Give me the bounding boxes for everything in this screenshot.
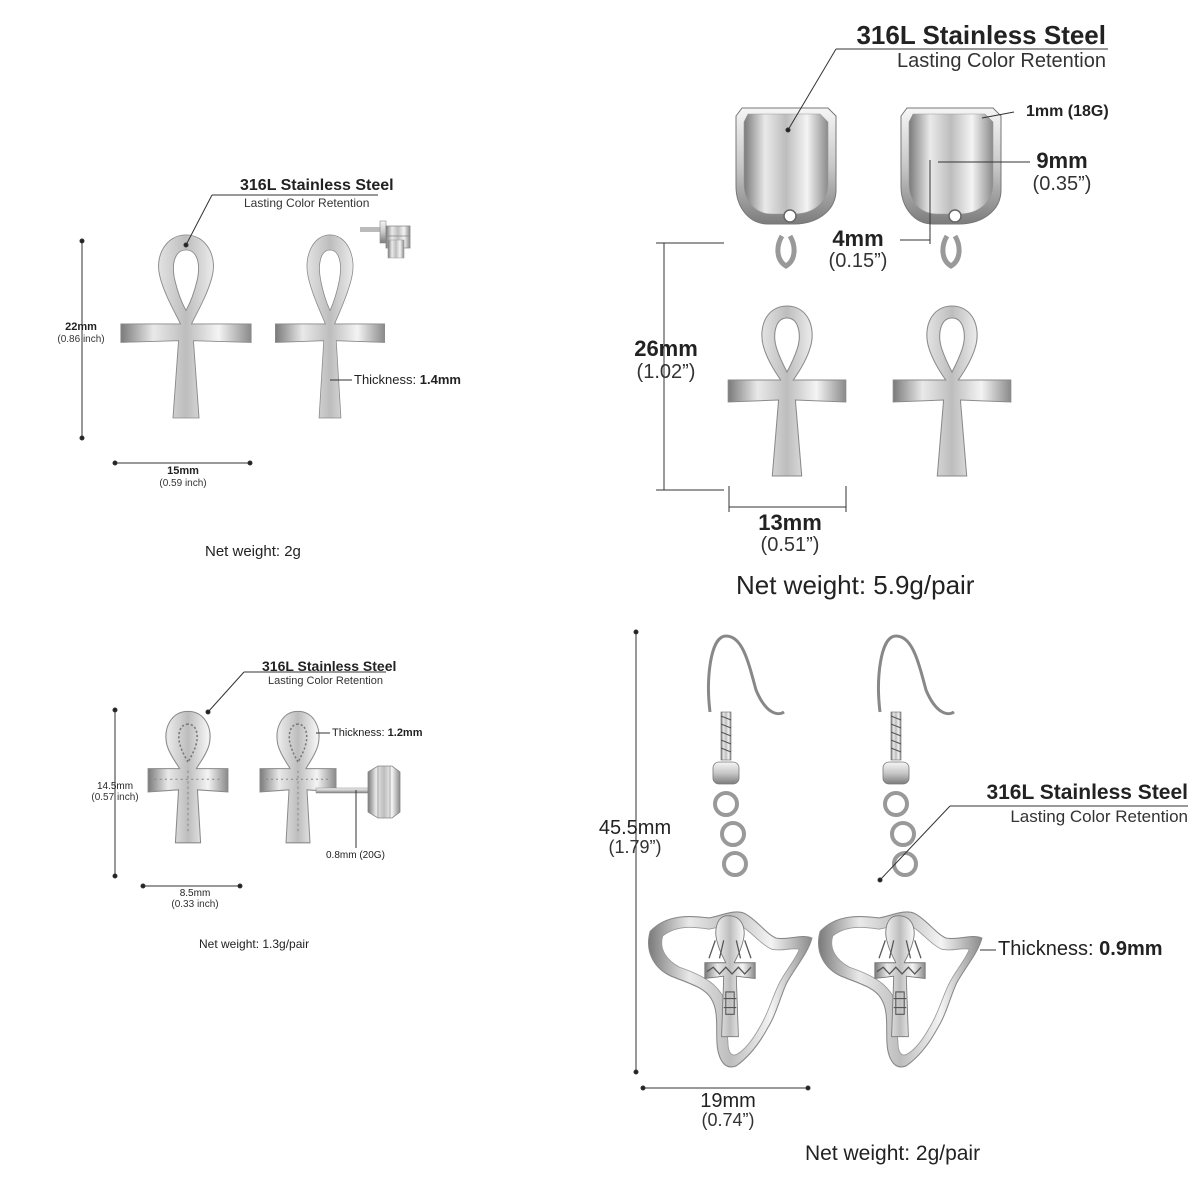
retention-label: Lasting Color Retention: [244, 196, 370, 210]
ankh-stud-textured-left: [147, 710, 229, 844]
africa-dangle-right: [817, 634, 983, 1068]
hoop-width-inch: (0.15”): [828, 250, 888, 272]
height-inch: (1.79”): [608, 837, 662, 857]
hoop-diameter-inch: (0.35”): [1032, 173, 1092, 195]
width-inch: (0.74”): [701, 1110, 755, 1130]
ankh-stud-plain-right: [274, 220, 411, 419]
width-mm: 13mm: [758, 510, 822, 535]
net-weight: Net weight: 2g/pair: [805, 1142, 981, 1165]
thickness-callout: Thickness: 0.9mm: [998, 939, 1163, 959]
height-mm: 45.5mm: [598, 817, 672, 839]
material-label: 316L Stainless Steel: [240, 177, 394, 194]
retention-label: Lasting Color Retention: [1010, 807, 1188, 826]
ankh-huggie-left: [727, 107, 847, 477]
thickness-value: 1.4mm: [419, 372, 461, 387]
thickness-callout: Thickness: 1.2mm: [332, 728, 423, 739]
height-mm: 22mm: [65, 321, 97, 333]
panel1-dimension-lines: [79, 194, 378, 466]
width-mm: 19mm: [700, 1090, 756, 1112]
thickness-value: 1.2mm: [387, 727, 423, 739]
retention-label: Lasting Color Retention: [268, 675, 383, 687]
panel3-dimension-lines: [112, 671, 386, 889]
height-inch: (0.57 inch): [91, 792, 139, 803]
retention-label: Lasting Color Retention: [896, 50, 1106, 72]
material-label: 316L Stainless Steel: [262, 658, 397, 674]
thickness-label: Thickness:: [354, 372, 420, 387]
thickness-label: Thickness:: [998, 938, 1100, 960]
width-mm: 8.5mm: [179, 888, 211, 899]
panel4-dimension-lines: [633, 629, 1188, 1091]
post-gauge-label: 0.8mm (20G): [326, 850, 385, 861]
africa-dangle-left: [647, 634, 813, 1068]
height-inch: (1.02”): [636, 361, 696, 383]
material-label: 316L Stainless Steel: [986, 781, 1188, 804]
width-inch: (0.33 inch): [171, 899, 219, 910]
width-inch: (0.59 inch): [159, 478, 207, 489]
thickness-label: Thickness:: [332, 727, 388, 739]
net-weight: Net weight: 2g: [205, 543, 301, 560]
panel2-dimension-lines: [656, 48, 1108, 512]
height-mm: 26mm: [634, 336, 698, 361]
gauge-label: 1mm (18G): [1026, 103, 1109, 120]
thickness-callout: Thickness: 1.4mm: [354, 373, 461, 386]
thickness-value: 0.9mm: [1099, 938, 1163, 960]
width-mm: 15mm: [167, 465, 199, 477]
ankh-stud-plain-left: [120, 234, 252, 419]
net-weight: Net weight: 5.9g/pair: [736, 570, 975, 600]
ankh-stud-textured-right: [259, 710, 401, 844]
hoop-width-mm: 4mm: [832, 226, 884, 251]
net-weight: Net weight: 1.3g/pair: [199, 937, 310, 951]
height-mm: 14.5mm: [96, 781, 134, 792]
height-inch: (0.86 inch): [57, 334, 105, 345]
hoop-diameter-mm: 9mm: [1036, 148, 1088, 173]
ankh-huggie-right: [892, 107, 1012, 477]
material-label: 316L Stainless Steel: [856, 20, 1106, 50]
width-inch: (0.51”): [760, 534, 820, 556]
